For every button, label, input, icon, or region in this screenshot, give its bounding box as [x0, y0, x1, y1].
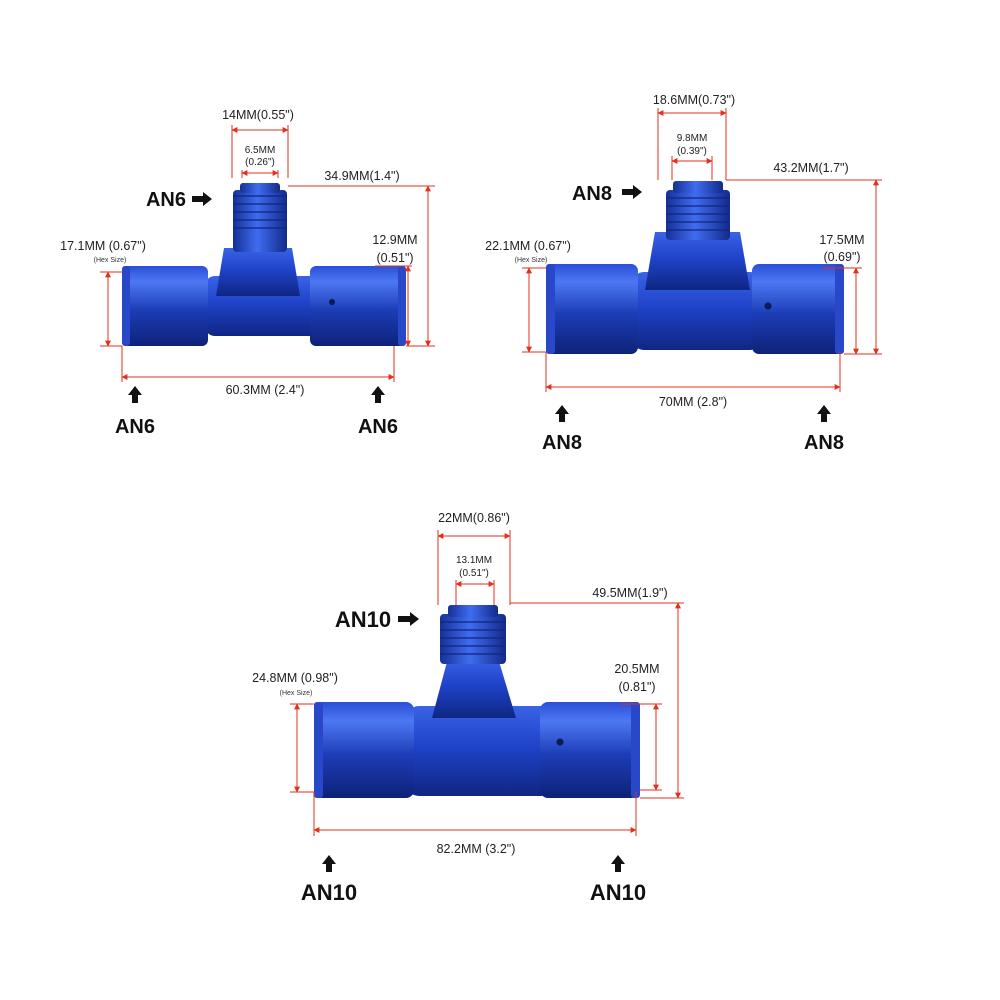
fitting-an6-dimensions	[100, 125, 435, 382]
right-arrow-icon	[622, 185, 642, 199]
fitting-an10-body	[314, 605, 640, 798]
fitting-an6-hex-size: 17.1MM (0.67")	[60, 239, 146, 253]
fitting-an8-hex-note: (Hex Size)	[515, 257, 548, 264]
fitting-an8-right-mm: 17.5MM	[819, 233, 864, 247]
fitting-an6: 14MM(0.55") 6.5MM (0.26") 34.9MM(1.4") 1…	[60, 108, 435, 438]
fitting-an10-hex-note: (Hex Size)	[280, 690, 313, 697]
fitting-an6-length: 60.3MM (2.4")	[226, 383, 305, 397]
fitting-an10-top-label: AN10	[335, 607, 391, 632]
fitting-an6-top-inner-in: (0.26")	[245, 157, 275, 168]
fitting-an6-top-outer: 14MM(0.55")	[222, 108, 294, 122]
up-arrow-icon	[555, 405, 569, 422]
fitting-an10-left-label: AN10	[301, 880, 357, 905]
fitting-an6-left-label: AN6	[115, 416, 155, 438]
fitting-an10-dimensions	[290, 530, 684, 836]
right-arrow-icon	[398, 612, 419, 626]
fitting-an6-height: 34.9MM(1.4")	[324, 169, 399, 183]
fitting-an6-right-in: (0.51")	[376, 251, 413, 265]
fitting-an10-top-inner-mm: 13.1MM	[456, 555, 492, 566]
fitting-an10-top-outer: 22MM(0.86")	[438, 511, 510, 525]
fitting-an10: 22MM(0.86") 13.1MM (0.51") 49.5MM(1.9") …	[252, 511, 684, 905]
fitting-an10-top-inner-in: (0.51")	[459, 568, 489, 579]
fitting-an10-length: 82.2MM (3.2")	[437, 842, 516, 856]
fitting-an8-hex-size: 22.1MM (0.67")	[485, 239, 571, 253]
fitting-an10-right-in: (0.81")	[618, 680, 655, 694]
fitting-an6-body	[122, 183, 406, 346]
up-arrow-icon	[611, 855, 625, 872]
fitting-an8: 18.6MM(0.73") 9.8MM (0.39") 43.2MM(1.7")…	[485, 93, 882, 454]
up-arrow-icon	[371, 386, 385, 403]
up-arrow-icon	[128, 386, 142, 403]
fitting-an6-top-label: AN6	[146, 189, 186, 211]
fitting-an10-right-label: AN10	[590, 880, 646, 905]
fitting-an8-height: 43.2MM(1.7")	[773, 161, 848, 175]
fitting-an8-top-outer: 18.6MM(0.73")	[653, 93, 735, 107]
fitting-an8-left-label: AN8	[542, 432, 582, 454]
up-arrow-icon	[817, 405, 831, 422]
fitting-an6-right-mm: 12.9MM	[372, 233, 417, 247]
fitting-an6-right-label: AN6	[358, 416, 398, 438]
fitting-an8-right-label: AN8	[804, 432, 844, 454]
up-arrow-icon	[322, 855, 336, 872]
fitting-an10-height: 49.5MM(1.9")	[592, 586, 667, 600]
fitting-an8-top-label: AN8	[572, 183, 612, 205]
fitting-an8-body	[546, 181, 844, 354]
fitting-an10-right-mm: 20.5MM	[614, 662, 659, 676]
fitting-an8-top-inner-mm: 9.8MM	[677, 133, 708, 144]
fitting-an8-length: 70MM (2.8")	[659, 395, 727, 409]
right-arrow-icon	[192, 192, 212, 206]
fitting-an6-hex-note: (Hex Size)	[94, 257, 127, 264]
fitting-an8-right-in: (0.69")	[823, 250, 860, 264]
fitting-an6-top-inner-mm: 6.5MM	[245, 145, 276, 156]
fitting-an8-top-inner-in: (0.39")	[677, 146, 707, 157]
fitting-an8-dimensions	[522, 108, 882, 392]
fitting-an10-hex-size: 24.8MM (0.98")	[252, 671, 338, 685]
